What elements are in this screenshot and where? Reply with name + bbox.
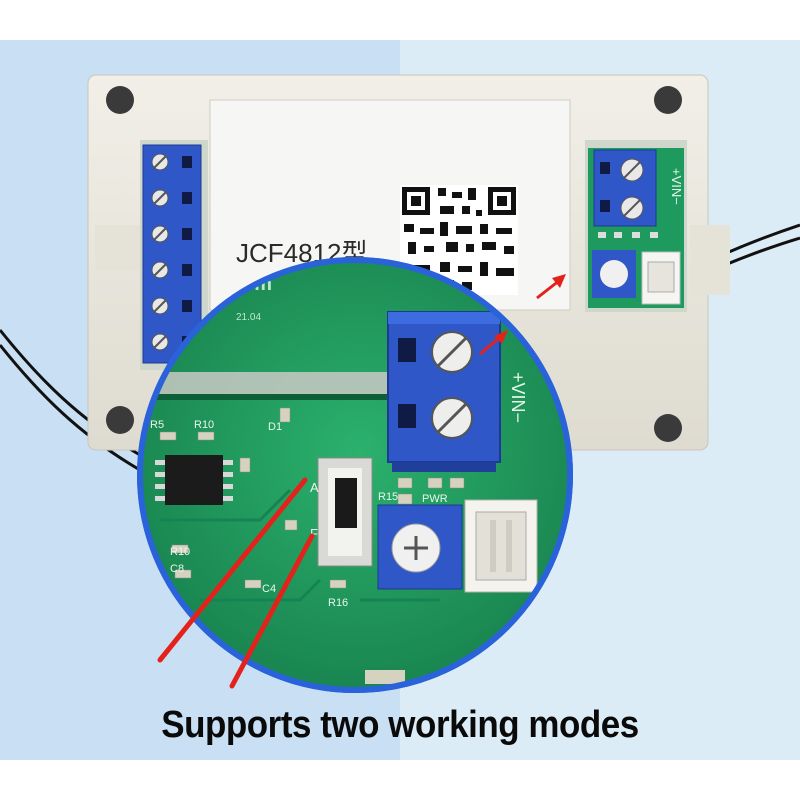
svg-text:R15: R15 xyxy=(378,491,398,503)
svg-text:R10: R10 xyxy=(170,546,190,558)
svg-text:PWR: PWR xyxy=(422,493,448,505)
svg-text:C8: C8 xyxy=(170,563,184,575)
svg-text:A: A xyxy=(310,480,319,495)
svg-text:R16: R16 xyxy=(328,597,348,609)
svg-text:C4: C4 xyxy=(262,583,276,595)
potentiometer-icon xyxy=(377,504,463,590)
svg-text:R10: R10 xyxy=(194,419,214,431)
zoom-vin-label: +VIN− xyxy=(508,372,528,423)
svg-text:D1: D1 xyxy=(268,421,282,433)
vin-label: +VIN− xyxy=(669,168,684,205)
svg-text:21.04: 21.04 xyxy=(236,312,261,323)
red-arrow-icon xyxy=(157,477,315,689)
right-board: +VIN− xyxy=(588,148,684,308)
svg-text:F: F xyxy=(310,526,318,541)
slide-switch-icon: A F xyxy=(310,457,373,567)
screw-terminal-icon xyxy=(387,311,501,472)
red-arrow-icon xyxy=(536,274,566,300)
connector-icon xyxy=(464,499,538,593)
zoom-inset: om 21.04 xyxy=(137,257,573,693)
svg-text:R5: R5 xyxy=(150,419,164,431)
screw-terminal-icon xyxy=(142,144,202,364)
caption: Supports two working modes xyxy=(161,703,639,746)
